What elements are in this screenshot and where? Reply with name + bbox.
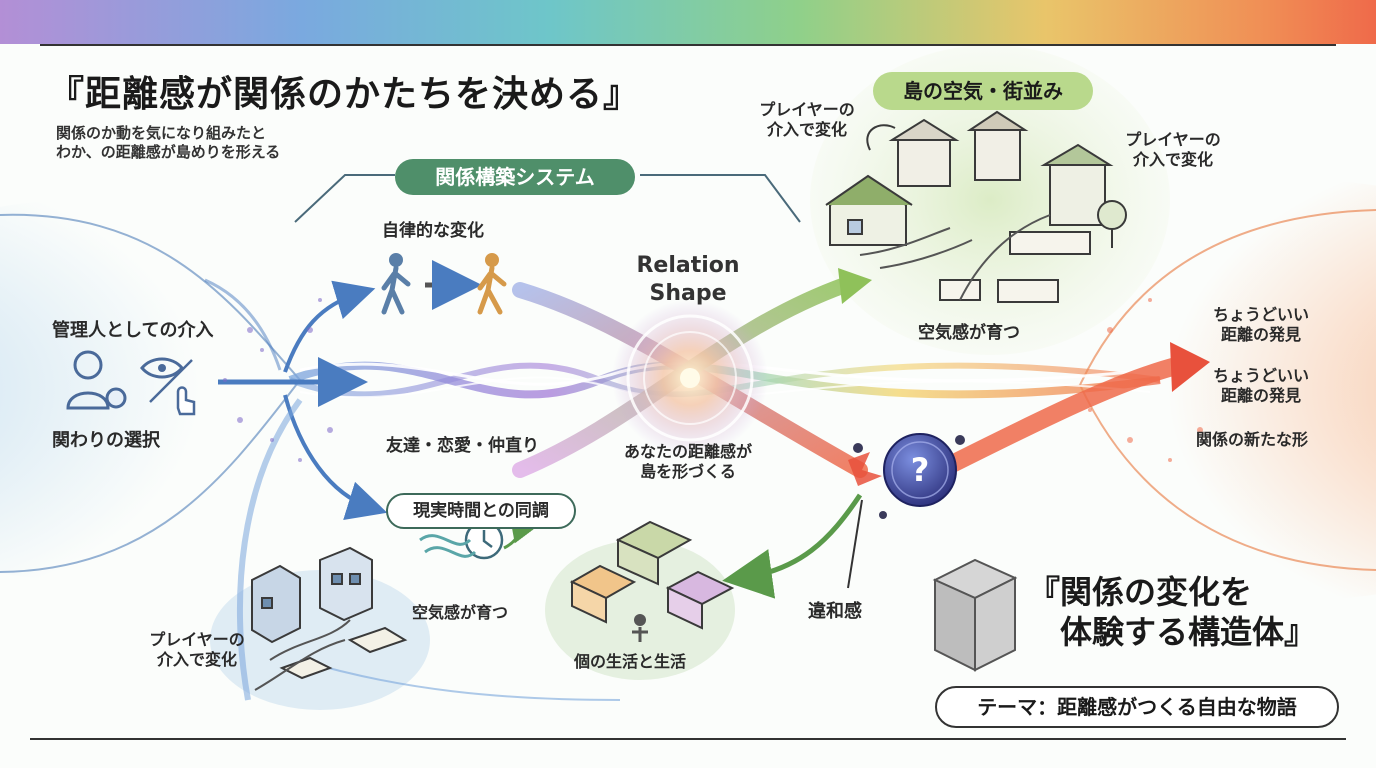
bottom-player-label: プレイヤーの 介入で変化 [149, 630, 245, 669]
discovery-label-1: ちょうどいい 距離の発見 [1212, 305, 1309, 344]
discomfort-label: 違和感 [808, 601, 862, 622]
center-caption: あなたの距離感が 島を形づくる [623, 442, 752, 481]
bottom-atmosphere-label: 空気感が育つ [412, 603, 509, 622]
discovery-label-2: ちょうどいい 距離の発見 [1212, 366, 1309, 405]
conclusion-title: 『関係の変化を 体験する構造体』 [1028, 573, 1317, 651]
friendship-label: 友達・恋愛・仲直り [386, 436, 539, 456]
island-badge: 島の空気・街並み [873, 72, 1093, 110]
page-title: 『距離感が関係のかたちを決める』 [48, 74, 641, 115]
island-player-right-label: プレイヤーの 介入で変化 [1125, 130, 1221, 169]
manager-intervention-label: 管理人としての介入 [52, 320, 214, 341]
rooms-caption: 個の生活と生活 [574, 652, 687, 671]
page-subtitle: 関係のか動を気になり組みたと わか、の距離感が島めりを形える [56, 124, 281, 161]
bottom-divider [30, 738, 1346, 740]
island-player-left-label: プレイヤーの 介入で変化 [759, 100, 855, 139]
system-badge: 関係構築システム [395, 159, 635, 195]
relationship-choice-label: 関わりの選択 [52, 430, 160, 451]
new-form-label: 関係の新たな形 [1196, 430, 1309, 449]
theme-badge: テーマ：距離感がつくる自由な物語 [935, 686, 1339, 728]
question-mark: ? [910, 451, 930, 489]
relation-shape-label: Relation Shape [636, 253, 740, 306]
island-atmosphere-label: 空気感が育つ [918, 323, 1020, 343]
top-gradient-bar [0, 0, 1376, 44]
realtime-sync-badge: 現実時間との同調 [386, 493, 576, 529]
top-divider [40, 44, 1336, 46]
autonomous-change-label: 自律的な変化 [382, 221, 484, 241]
